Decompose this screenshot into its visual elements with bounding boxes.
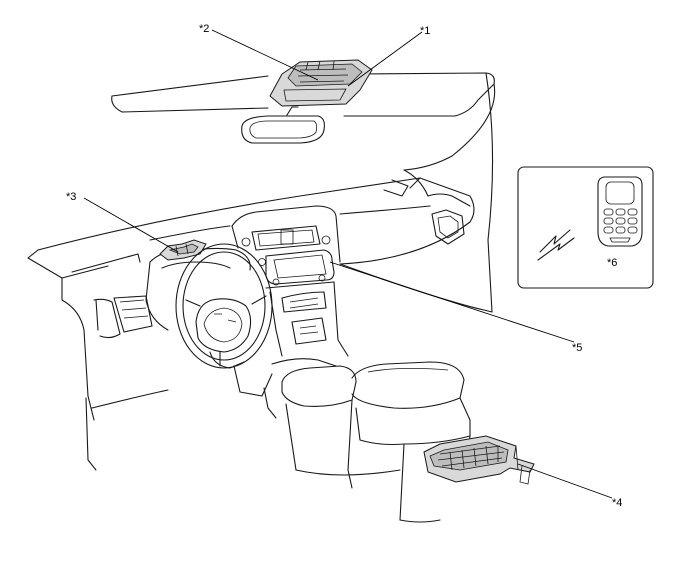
component-3: [159, 239, 207, 261]
callout-3: *3: [66, 191, 76, 203]
component-4: [423, 435, 535, 485]
remote-key-inset: [517, 166, 654, 289]
leader-line-2: [211, 29, 319, 81]
callout-1: *1: [420, 25, 430, 37]
leader-line-5: [329, 261, 575, 343]
center-stack: [231, 205, 349, 419]
callout-4: *4: [612, 497, 622, 509]
leader-line-1: [347, 31, 423, 87]
windshield-outline: [111, 72, 496, 313]
leader-line-3: [83, 197, 179, 253]
callout-6: *6: [607, 257, 617, 269]
dashboard: [27, 169, 493, 471]
instrument-cluster: [145, 247, 251, 331]
inset-frame: [517, 166, 654, 289]
center-console: [281, 361, 471, 523]
remote-key-icon: [597, 176, 643, 247]
callout-5: *5: [572, 342, 582, 354]
leader-line-4: [517, 463, 613, 499]
callout-2: *2: [199, 23, 209, 35]
steering-wheel: [175, 243, 273, 397]
leader-lines: [83, 29, 613, 499]
rearview-mirror: [241, 106, 325, 144]
overhead-console: [269, 59, 373, 107]
signal-bolt-icon: [537, 229, 575, 261]
